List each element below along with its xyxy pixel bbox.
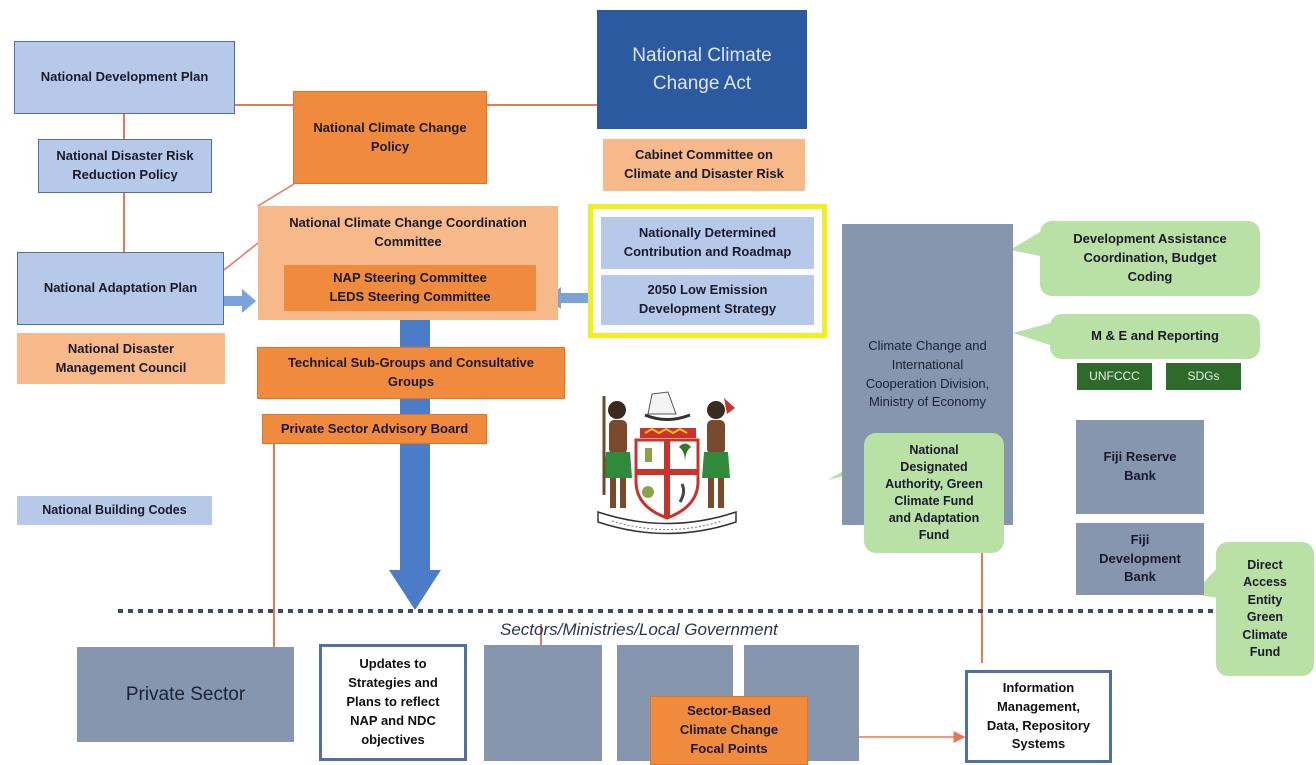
cabinet-committee-label: Cabinet Committee on Climate and Disaste… [624,147,784,181]
low-emission-strategy-box: 2050 Low Emission Development Strategy [601,275,814,325]
national-disaster-risk-reduction-policy-box: National Disaster Risk Reduction Policy [38,139,212,193]
coordination-committee-label: National Climate Change Coordination Com… [289,215,527,249]
connector-line [257,183,295,207]
direct-access-entity-label: Direct Access Entity Green Climate Fund [1242,557,1288,660]
climate-change-division-label: Climate Change and International Coopera… [865,337,990,410]
private-sector-box: Private Sector [77,647,294,742]
national-disaster-management-council-box: National Disaster Management Council [17,333,225,384]
nap-leds-steering-committee-box: NAP Steering Committee LEDS Steering Com… [284,265,536,311]
updates-to-strategies-box: Updates to Strategies and Plans to refle… [319,644,467,761]
fiji-development-bank-label: Fiji Development Bank [1099,531,1181,585]
connector-line [123,193,125,252]
development-assistance-callout: Development Assistance Coordination, Bud… [1040,221,1260,296]
development-assistance-label: Development Assistance Coordination, Bud… [1073,231,1227,284]
nap-leds-steering-committee-label: NAP Steering Committee LEDS Steering Com… [329,270,491,304]
arrow-left-icon [546,287,598,309]
fiji-reserve-bank-label: Fiji Reserve Bank [1103,449,1177,483]
private-sector-advisory-board-label: Private Sector Advisory Board [280,420,469,436]
technical-subgroups-label: Technical Sub-Groups and Consultative Gr… [287,355,535,389]
national-building-codes-label: National Building Codes [42,503,187,518]
sector-focal-points-label: Sector-Based Climate Change Focal Points [679,703,779,756]
direct-access-entity-callout: Direct Access Entity Green Climate Fund [1216,542,1314,676]
information-management-label: Information Management, Data, Repository… [986,679,1091,752]
updates-to-strategies-label: Updates to Strategies and Plans to refle… [346,656,440,747]
sdgs-label: SDGs [1187,368,1220,383]
connector-line [487,104,597,106]
fiji-development-bank-box: Fiji Development Bank [1076,523,1204,595]
fiji-coat-of-arms-icon [597,391,737,535]
sector-focal-points-box: Sector-Based Climate Change Focal Points [650,696,808,765]
callout-pointer [1010,232,1040,256]
nationally-determined-contribution-box: Nationally Determined Contribution and R… [601,217,814,269]
m-and-e-reporting-label: M & E and Reporting [1091,328,1219,344]
private-sector-label: Private Sector [125,683,246,705]
national-building-codes-box: National Building Codes [17,496,212,525]
private-sector-advisory-board-box: Private Sector Advisory Board [262,414,487,444]
cabinet-committee-box: Cabinet Committee on Climate and Disaste… [603,139,805,191]
callout-pointer [1013,323,1050,345]
sectors-heading: Sectors/Ministries/Local Government [500,620,778,639]
technical-subgroups-box: Technical Sub-Groups and Consultative Gr… [257,347,565,399]
national-disaster-risk-reduction-policy-label: National Disaster Risk Reduction Policy [56,148,194,182]
national-disaster-management-council-label: National Disaster Management Council [55,340,187,375]
unfccc-badge: UNFCCC [1077,363,1152,390]
low-emission-strategy-label: 2050 Low Emission Development Strategy [638,282,777,316]
fiji-reserve-bank-box: Fiji Reserve Bank [1076,420,1204,514]
connector-line [123,114,125,139]
national-climate-change-policy-label: National Climate Change Policy [313,119,467,154]
national-development-plan-label: National Development Plan [40,69,209,85]
connector-line [273,444,275,647]
national-development-plan-box: National Development Plan [14,41,235,114]
connector-line [223,242,259,271]
national-adaptation-plan-label: National Adaptation Plan [43,280,198,296]
ministry-block-1 [484,645,602,761]
national-designated-authority-callout: National Designated Authority, Green Cli… [864,433,1004,553]
national-climate-change-act-box: National Climate Change Act [597,10,807,129]
information-management-box: Information Management, Data, Repository… [965,670,1112,763]
national-adaptation-plan-box: National Adaptation Plan [17,252,224,325]
unfccc-label: UNFCCC [1089,368,1140,383]
connector-line [540,624,542,646]
m-and-e-reporting-callout: M & E and Reporting [1050,314,1260,359]
connector-line [235,104,293,106]
connector-line [981,553,983,663]
national-designated-authority-label: National Designated Authority, Green Cli… [885,443,983,542]
national-climate-change-policy-box: National Climate Change Policy [293,91,487,184]
arrow-right-icon [224,289,256,313]
national-climate-change-act-label: National Climate Change Act [632,44,772,94]
sdgs-badge: SDGs [1166,363,1241,390]
nationally-determined-contribution-label: Nationally Determined Contribution and R… [623,225,792,259]
